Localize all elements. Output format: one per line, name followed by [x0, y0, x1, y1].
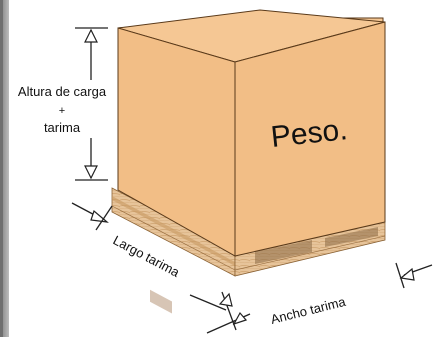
- width-arrow-right-icon: [399, 267, 415, 281]
- width-arrow-left-lower-icon: [232, 311, 248, 326]
- background-texture-strip: [0, 0, 9, 337]
- box-right-face: [234, 21, 386, 257]
- height-dimension: Altura de carga + tarima: [18, 27, 108, 181]
- pallet-opening-2: [325, 227, 378, 247]
- height-arrow-up-icon: [84, 28, 98, 43]
- pallet-opening-1: [255, 240, 312, 264]
- background-texture-strip-dark: [0, 0, 3, 337]
- width-tick-left-upper: [189, 294, 227, 311]
- height-arrow-down-icon: [84, 165, 98, 180]
- pallet-left-slat-shadow: [112, 196, 235, 266]
- pallet-board-line: [234, 235, 386, 271]
- width-label: Ancho tarima: [269, 294, 348, 327]
- pallet-left-gap: [150, 289, 172, 314]
- height-label-line1: Altura de carga: [18, 84, 107, 99]
- height-label-line3: tarima: [44, 120, 81, 135]
- length-tick: [95, 205, 113, 231]
- width-arrow-left-icon: [218, 292, 233, 307]
- width-tick-right: [395, 262, 405, 289]
- pallet: [111, 187, 386, 314]
- weight-label: Peso.: [269, 113, 349, 154]
- cargo-box: Peso.: [117, 9, 386, 257]
- width-dimension: Ancho tarima: [189, 262, 433, 334]
- pallet-board-line-left: [111, 205, 236, 271]
- height-label-line2: +: [59, 105, 65, 117]
